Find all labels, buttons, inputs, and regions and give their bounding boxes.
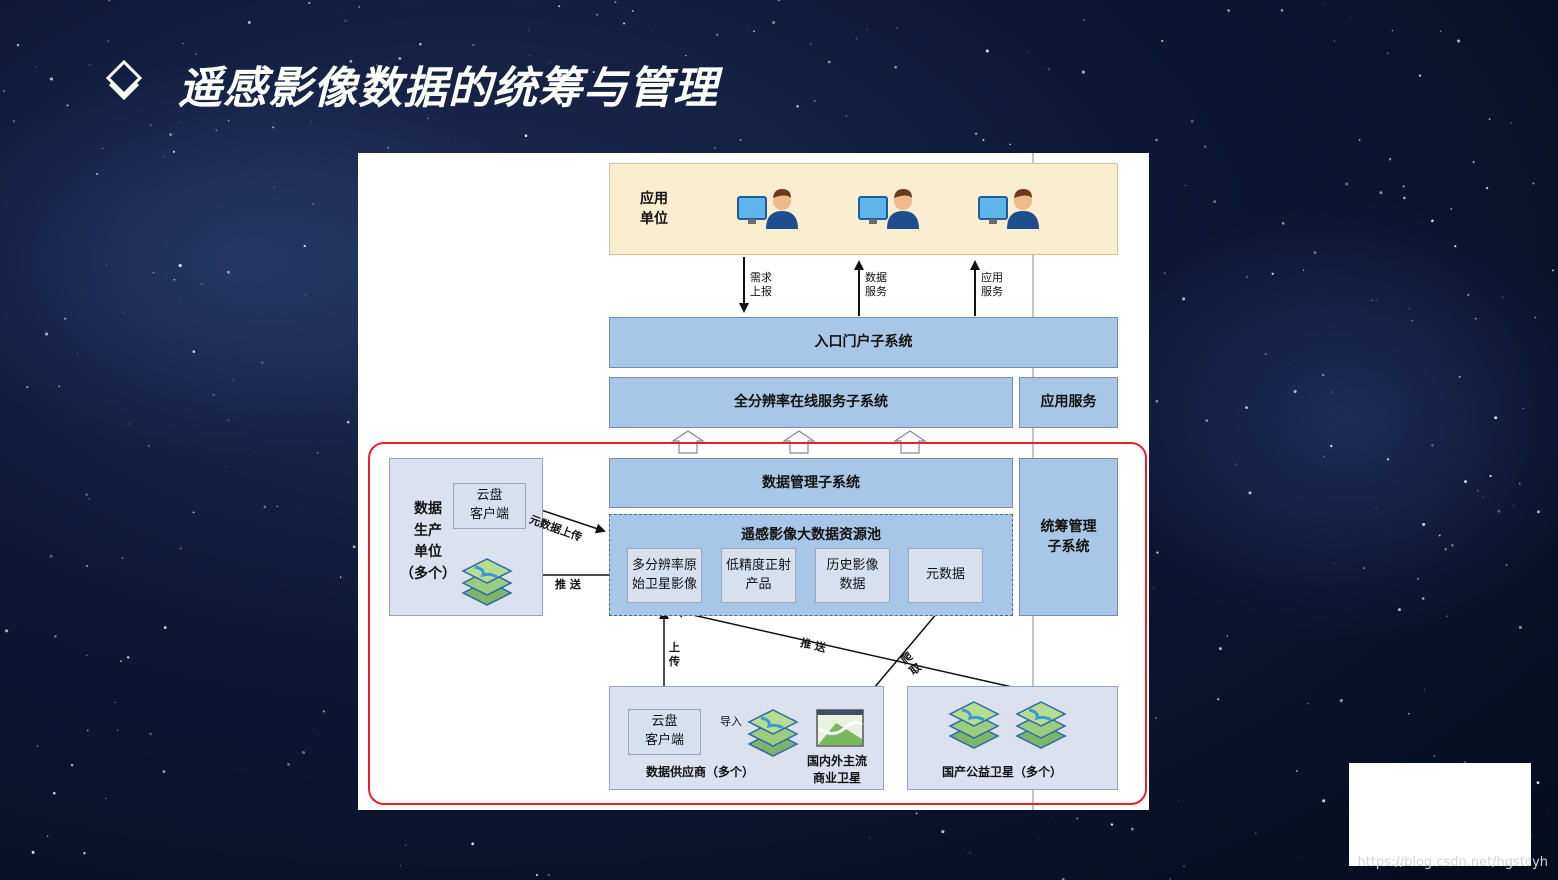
import-label: 导入 xyxy=(720,715,742,728)
demand-report-label: 需求上报 xyxy=(750,271,772,299)
coordination-subsystem: 统筹管理子系统 xyxy=(1019,458,1118,616)
producer-cloud-client: 云盘客户端 xyxy=(453,483,526,529)
highlight-frame xyxy=(368,442,1147,805)
data-producer-label: 数据 生产 单位 （多个） xyxy=(400,501,456,583)
map-layers-icon xyxy=(747,709,799,757)
map-layers-icon xyxy=(948,701,1000,749)
app-service-arrow-label: 应用服务 xyxy=(981,271,1003,299)
corner-overlay xyxy=(1349,763,1531,866)
pool-item-ortho-product: 低精度正射产品 xyxy=(721,548,796,603)
online-service-subsystem: 全分辨率在线服务子系统 xyxy=(609,377,1013,428)
portal-subsystem: 入口门户子系统 xyxy=(609,317,1118,368)
user-computer-icon xyxy=(978,189,1039,229)
user-computer-icon xyxy=(737,189,798,229)
resource-pool-title: 遥感影像大数据资源池 xyxy=(741,527,881,543)
data-supplier-label: 数据供应商（多个） xyxy=(646,765,755,779)
satellite-map-icon xyxy=(816,709,864,747)
push-left-label: 推 送 xyxy=(555,578,581,591)
pool-item-raw-imagery: 多分辨率原始卫星影像 xyxy=(627,548,702,603)
architecture-diagram: 应用 单位 需求上报 数据服务 应用服务 入口门户子系统 全分辨率在线服务子系统… xyxy=(358,153,1149,810)
data-management-subsystem: 数据管理子系统 xyxy=(609,458,1013,508)
diamond-logo-icon xyxy=(105,59,143,101)
public-satellite-box xyxy=(907,686,1118,790)
data-service-label: 数据服务 xyxy=(865,271,887,299)
pool-item-metadata: 元数据 xyxy=(908,548,983,603)
application-units-label: 应用 单位 xyxy=(640,190,668,227)
watermark-text: https://blog.csdn.net/hgstcyh xyxy=(1357,855,1549,870)
public-satellite-label: 国产公益卫星（多个） xyxy=(942,765,1063,779)
supplier-cloud-client: 云盘客户端 xyxy=(628,709,701,755)
user-computer-icon xyxy=(858,189,919,229)
pool-item-historical: 历史影像数据 xyxy=(815,548,890,603)
upload-label: 上传 xyxy=(669,641,680,669)
map-layers-icon xyxy=(1015,701,1067,749)
slide-title: 遥感影像数据的统筹与管理 xyxy=(178,63,718,114)
map-layers-icon xyxy=(461,558,513,606)
commercial-satellite-label: 国内外主流商业卫星 xyxy=(807,754,868,785)
application-service-box: 应用服务 xyxy=(1019,377,1118,428)
